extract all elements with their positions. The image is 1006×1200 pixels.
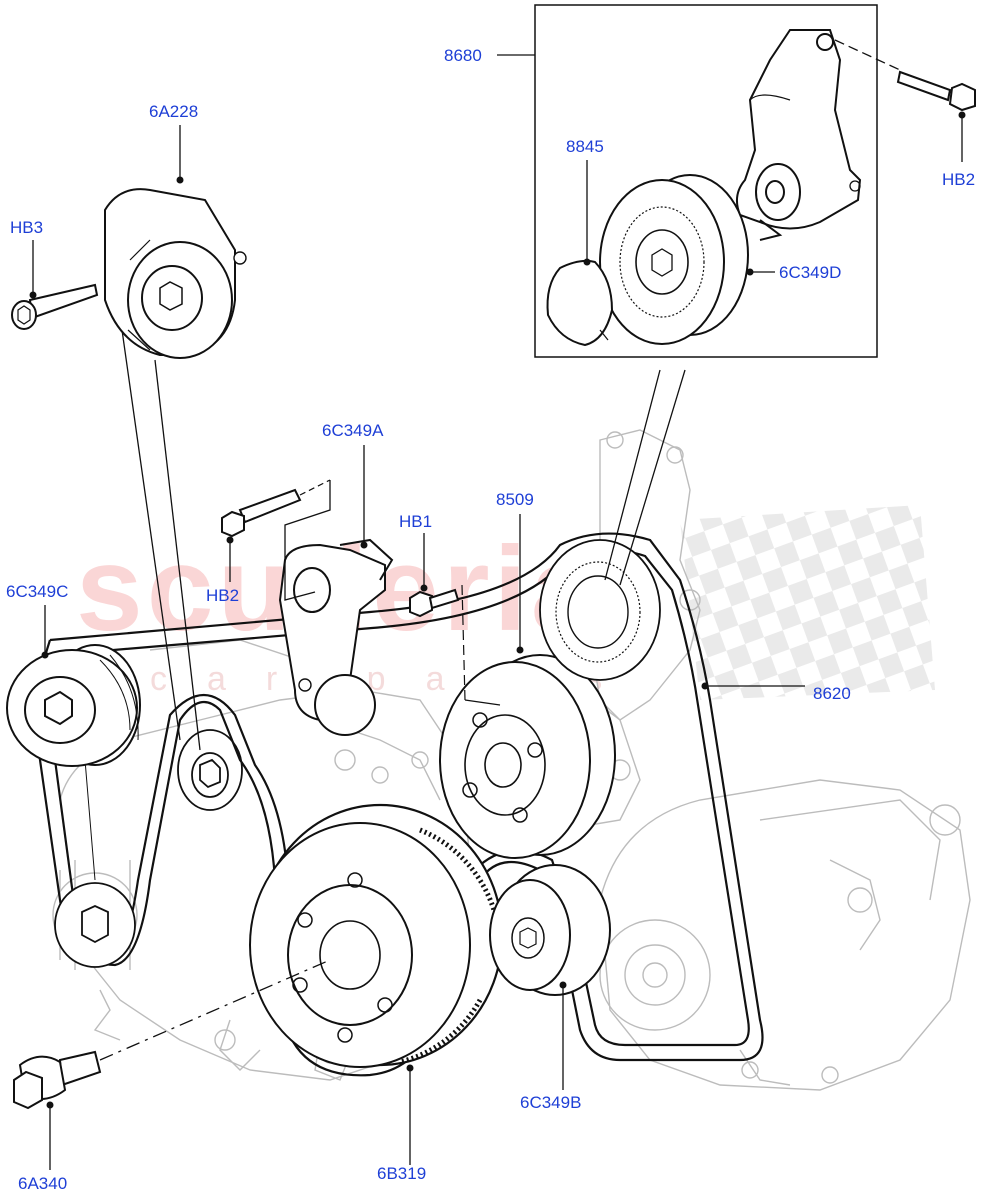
label-leaders: [32, 115, 963, 1170]
leader-lines-6A228: [121, 329, 201, 751]
label-6C349A[interactable]: 6C349A: [322, 421, 384, 440]
label-6C349D[interactable]: 6C349D: [779, 263, 842, 282]
label-8680[interactable]: 8680: [444, 46, 482, 65]
crankshaft-pulley-6B319[interactable]: [249, 803, 504, 1068]
bolt-HB3[interactable]: [11, 283, 99, 330]
tensioner-arm-6C349A[interactable]: [278, 538, 394, 736]
bolt-HB2-middle[interactable]: [221, 479, 331, 538]
label-HB3[interactable]: HB3: [10, 218, 44, 237]
tensioner-bracket[interactable]: [735, 29, 862, 241]
alternator-pulley: [54, 729, 243, 968]
water-pump-pulley-8509[interactable]: [439, 654, 616, 859]
leader-dots: [29, 111, 966, 1109]
label-8509[interactable]: 8509: [496, 490, 534, 509]
checker-flag-watermark: [680, 505, 935, 700]
pulley-6C349D[interactable]: [599, 174, 749, 345]
alignment-lines-6C349A: [284, 480, 331, 601]
tensioner-pulley-lower[interactable]: [539, 539, 661, 681]
label-HB2-middle[interactable]: HB2: [206, 586, 240, 605]
label-6A228[interactable]: 6A228: [149, 102, 199, 121]
inset-leader-lines: [604, 369, 686, 586]
bolt-HB1[interactable]: [409, 584, 501, 706]
dust-cap-8845[interactable]: [546, 259, 614, 347]
label-8845[interactable]: 8845: [566, 137, 604, 156]
label-6A340[interactable]: 6A340: [18, 1174, 68, 1193]
label-6C349C[interactable]: 6C349C: [6, 582, 69, 601]
label-6C349B[interactable]: 6C349B: [520, 1093, 582, 1112]
label-6B319[interactable]: 6B319: [377, 1164, 427, 1183]
tensioner-assembly-6A228[interactable]: [104, 188, 247, 359]
label-HB2-top[interactable]: HB2: [942, 170, 976, 189]
crank-bolt-6A340[interactable]: [13, 959, 331, 1110]
label-8620[interactable]: 8620: [813, 684, 851, 703]
idler-pulley-6C349B[interactable]: [489, 864, 611, 996]
bolt-HB2-top[interactable]: [834, 39, 976, 112]
label-HB1[interactable]: HB1: [399, 512, 433, 531]
idler-pulley-6C349C[interactable]: [6, 644, 141, 767]
